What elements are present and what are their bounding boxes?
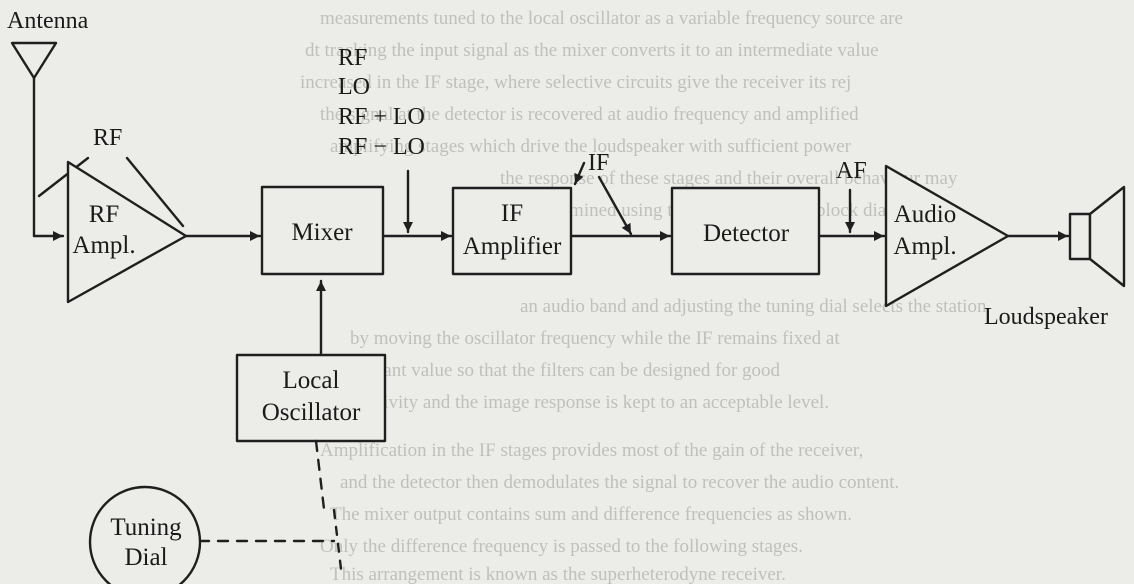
tuning-dial-line1: Tuning: [110, 514, 182, 541]
svg-text:This arrangement is known as t: This arrangement is known as the superhe…: [330, 564, 786, 584]
svg-text:and the detector then demodula: and the detector then demodulates the si…: [340, 472, 899, 493]
mixer-label: Mixer: [291, 219, 353, 246]
svg-text:The mixer output contains sum: The mixer output contains sum and differ…: [330, 504, 852, 525]
mixer-output-labels: RF LO RF + LO RF − LO: [338, 45, 425, 160]
antenna-icon: [10, 41, 58, 80]
mixer-block: Mixer: [260, 185, 385, 276]
rf-amplifier-block: RF Ampl.: [66, 160, 188, 304]
audio-ampl-line1: Audio: [894, 201, 957, 228]
svg-text:selectivity and the image resp: selectivity and the image response is ke…: [340, 392, 829, 413]
svg-text:by moving the oscillator frequ: by moving the oscillator frequency while…: [350, 328, 840, 349]
svg-text:increased in the IF stage, whe: increased in the IF stage, where selecti…: [300, 72, 851, 93]
if-amplifier-line1: IF: [501, 200, 523, 227]
antenna-label: Antenna: [7, 8, 89, 34]
mixer-output-sum: RF + LO: [338, 104, 425, 130]
local-oscillator-line2: Oscillator: [262, 399, 361, 426]
local-oscillator-block: Local Oscillator: [235, 353, 387, 443]
if-amplifier-line2: Amplifier: [463, 233, 562, 260]
if-amplifier-block: IF Amplifier: [451, 186, 573, 276]
svg-text:Amplification in the IF stages: Amplification in the IF stages provides …: [320, 440, 863, 461]
audio-ampl-line2: Ampl.: [893, 233, 956, 260]
svg-text:dt tracking the input signal a: dt tracking the input signal as the mixe…: [305, 40, 879, 61]
svg-text:an audio band and adjusting th: an audio band and adjusting the tuning d…: [520, 296, 987, 317]
svg-text:a constant value so that the f: a constant value so that the filters can…: [330, 360, 781, 381]
rf-top-label: RF: [93, 125, 122, 151]
if-label: IF: [588, 150, 609, 176]
mixer-output-lo: LO: [338, 74, 370, 100]
detector-label: Detector: [703, 220, 790, 247]
svg-text:the signal at the detector is: the signal at the detector is recovered …: [320, 104, 859, 125]
audio-amplifier-block: Audio Ampl.: [884, 164, 1010, 308]
loudspeaker-icon: [1068, 185, 1126, 288]
svg-text:measurements tuned to the loca: measurements tuned to the local oscillat…: [320, 8, 903, 29]
mixer-output-diff: RF − LO: [338, 134, 425, 160]
tuning-dial-line2: Dial: [124, 544, 167, 571]
local-oscillator-line1: Local: [283, 367, 340, 394]
svg-text:amplifying stages which drive: amplifying stages which drive the loudsp…: [330, 136, 852, 157]
rf-ampl-line1: RF: [89, 201, 120, 228]
af-label: AF: [836, 158, 867, 184]
mixer-output-rf: RF: [338, 45, 367, 71]
detector-block: Detector: [670, 186, 821, 276]
tuning-dial: Tuning Dial: [88, 485, 202, 584]
antenna: Antenna: [7, 8, 89, 241]
rf-ampl-line2: Ampl.: [72, 232, 135, 259]
svg-text:Only the difference frequency: Only the difference frequency is passed …: [320, 536, 803, 557]
loudspeaker-label: Loudspeaker: [984, 304, 1108, 330]
svg-text:the response of these stages a: the response of these stages and their o…: [500, 168, 958, 189]
